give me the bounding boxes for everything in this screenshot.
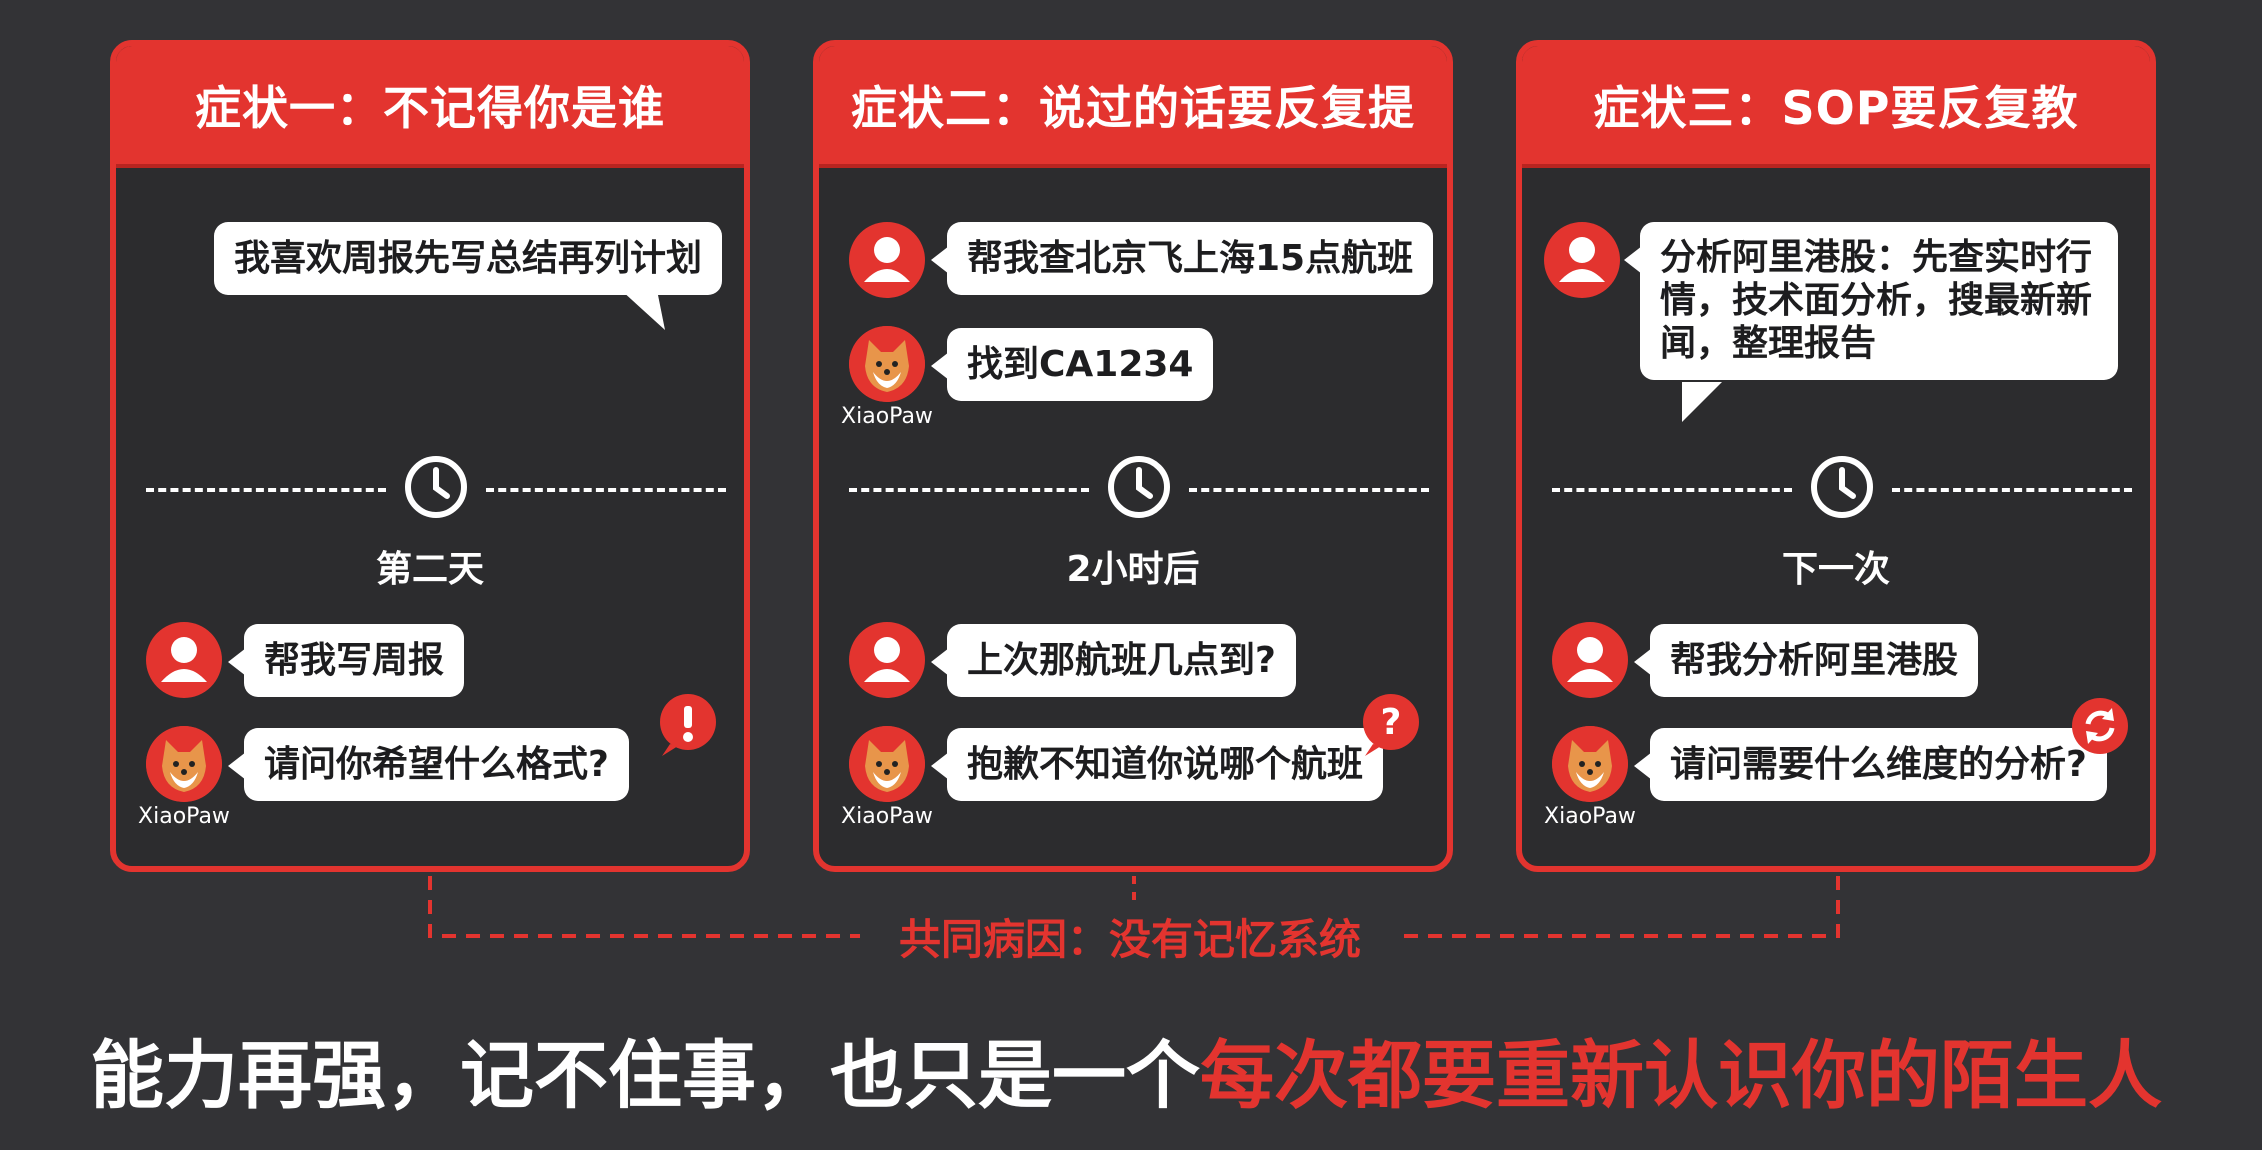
user-avatar [1552, 622, 1628, 698]
clock-icon [401, 452, 471, 522]
symptom-panel-1: 症状一：不记得你是谁 我喜欢周报先写总结再列计划 第二天 帮我写周报 XiaoP… [110, 40, 750, 872]
conclusion-text: 能力再强，记不住事，也只是一个每次都要重新认识你的陌生人 [90, 1016, 2162, 1123]
xiaopaw-avatar [849, 726, 925, 802]
bubble-tail [621, 290, 665, 330]
conclusion-prefix: 能力再强，记不住事，也只是一个 [90, 1033, 1200, 1119]
bot-name: XiaoPaw [841, 804, 933, 829]
sop-line-3: 闻，整理报告 [1660, 323, 1877, 365]
divider-right [1189, 488, 1429, 492]
panel-title: 症状三：SOP要反复教 [1522, 46, 2150, 168]
user-avatar [849, 622, 925, 698]
bot-name: XiaoPaw [1544, 804, 1636, 829]
clock-icon [1104, 452, 1174, 522]
symptom-panel-3: 症状三：SOP要反复教 分析阿里港股：先查实时行 情，技术面分析，搜最新新 闻，… [1516, 40, 2156, 872]
bot-reply-bubble: 抱歉不知道你说哪个航班 [930, 728, 1384, 801]
svg-text:?: ? [1381, 702, 1402, 743]
divider-left [1552, 488, 1792, 492]
user-sop-bubble: 分析阿里港股：先查实时行 情，技术面分析，搜最新新 闻，整理报告 [1624, 222, 2118, 380]
bot-name: XiaoPaw [841, 404, 933, 429]
user-preference-bubble: 我喜欢周报先写总结再列计划 [214, 222, 723, 295]
xiaopaw-avatar [1552, 726, 1628, 802]
time-label: 下一次 [1781, 549, 1890, 590]
user-avatar [146, 622, 222, 698]
divider-left [146, 488, 386, 492]
user-avatar [1544, 222, 1620, 298]
panel-title: 症状一：不记得你是谁 [116, 46, 744, 168]
time-label: 2小时后 [1066, 549, 1200, 590]
user-message-bubble: 帮我分析阿里港股 [1633, 624, 1979, 697]
panel-title: 症状二：说过的话要反复提 [819, 46, 1447, 168]
bot-name: XiaoPaw [138, 804, 230, 829]
divider-right [486, 488, 726, 492]
sop-line-2: 情，技术面分析，搜最新新 [1660, 280, 2093, 322]
user-message-bubble: 帮我写周报 [227, 624, 465, 697]
bot-reply-bubble: 请问需要什么维度的分析? [1634, 728, 2107, 801]
exclamation-icon [656, 694, 720, 758]
sop-line-1: 分析阿里港股：先查实时行 [1660, 237, 2093, 278]
refresh-icon [2068, 694, 2132, 758]
user-avatar [849, 222, 925, 298]
user-message-bubble: 帮我查北京飞上海15点航班 [930, 222, 1434, 295]
clock-icon [1807, 452, 1877, 522]
divider-left [849, 488, 1089, 492]
xiaopaw-avatar [849, 326, 925, 402]
question-icon: ? [1359, 694, 1423, 758]
divider-right [1892, 488, 2132, 492]
xiaopaw-avatar [146, 726, 222, 802]
user-message-bubble: 上次那航班几点到? [931, 624, 1296, 697]
bot-reply-bubble: 请问你希望什么格式? [228, 728, 629, 801]
symptom-panel-2: 症状二：说过的话要反复提 帮我查北京飞上海15点航班 XiaoPaw 找到CA1… [813, 40, 1453, 872]
conclusion-highlight: 每次都要重新认识你的陌生人 [1200, 1033, 2162, 1119]
common-cause-label: 共同病因：没有记忆系统 [860, 906, 1400, 967]
bot-reply-bubble: 找到CA1234 [930, 328, 1214, 401]
time-label: 第二天 [375, 549, 484, 590]
bubble-tail [1682, 382, 1722, 422]
